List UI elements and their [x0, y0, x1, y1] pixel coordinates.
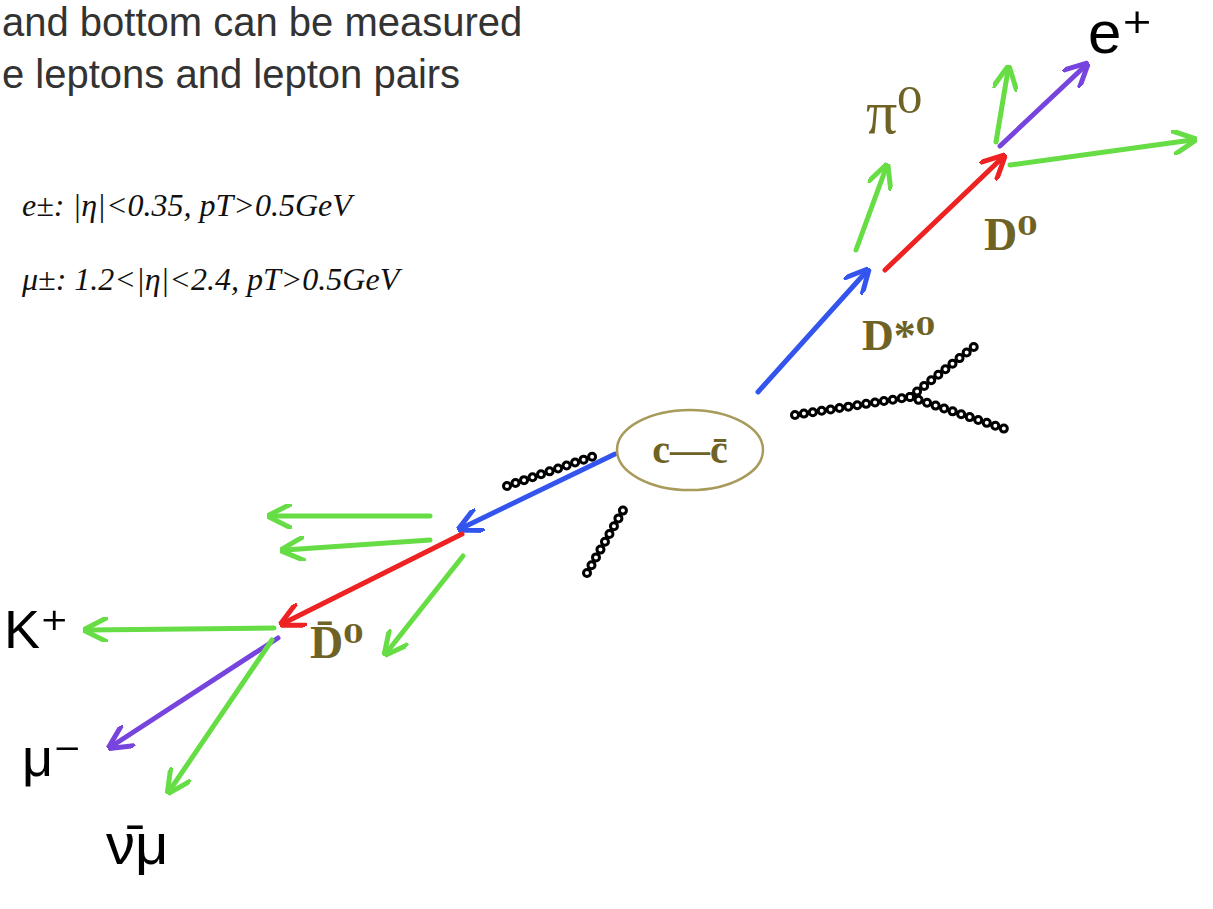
quark-label: c—c̄ — [652, 428, 728, 472]
title-line: and bottom can be measured — [2, 0, 522, 44]
particle-label: D⁰ — [984, 210, 1037, 261]
quark-pair-ellipse: c—c̄ — [615, 408, 765, 492]
particle-label: D̄⁰ — [310, 618, 363, 669]
cut-note: e±: |η|<0.35, pT>0.5GeV — [22, 188, 352, 223]
particle-label: μ⁻ — [22, 728, 82, 787]
particle-label: K⁺ — [4, 600, 69, 659]
particle-label: ν̄μ — [106, 812, 168, 876]
cut-note: μ±: 1.2<|η|<2.4, pT>0.5GeV — [22, 262, 399, 297]
title-line: e leptons and lepton pairs — [2, 52, 460, 96]
particle-label: D*⁰ — [862, 312, 935, 360]
particle-label: e⁺ — [1088, 0, 1153, 66]
particle-label: π⁰ — [866, 78, 922, 146]
